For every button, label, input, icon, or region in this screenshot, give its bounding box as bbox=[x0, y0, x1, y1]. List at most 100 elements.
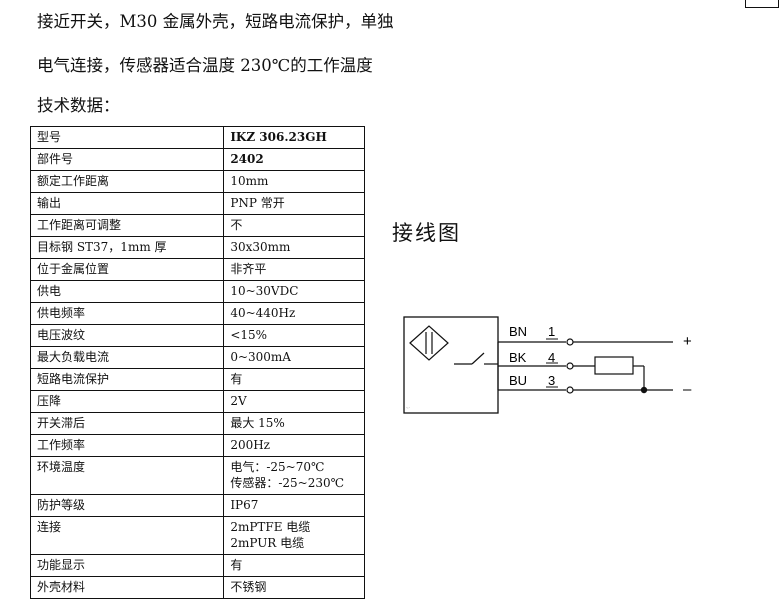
spec-value-line: 2V bbox=[230, 394, 247, 408]
spec-key: 供电 bbox=[29, 280, 225, 303]
wiring-diagram: ·:· BN 1 + BK 4 BU 3 – bbox=[403, 316, 692, 414]
spec-row: 型号 IKZ 306.23GH bbox=[29, 126, 365, 149]
spec-key: 型号 bbox=[29, 126, 225, 149]
wire-bn-pin: 1 bbox=[548, 324, 555, 339]
spec-key: 输出 bbox=[29, 192, 225, 215]
spec-row: 输出 PNP 常开 bbox=[29, 192, 365, 215]
spec-value: 0~300mA bbox=[223, 346, 365, 369]
spec-value-line: 不 bbox=[230, 218, 243, 232]
spec-value-line: 10mm bbox=[230, 174, 269, 188]
spec-value: 40~440Hz bbox=[223, 302, 365, 325]
wire-bu-pin: 3 bbox=[548, 373, 555, 388]
spec-row: 外壳材料不锈钢 bbox=[29, 576, 365, 599]
spec-value: IP67 bbox=[223, 494, 365, 517]
spec-value: 10~30VDC bbox=[223, 280, 365, 303]
spec-value-line: IP67 bbox=[230, 498, 259, 512]
spec-value: PNP 常开 bbox=[223, 192, 365, 215]
spec-key: 压降 bbox=[29, 390, 225, 413]
spec-row: 目标钢 ST37，1mm 厚 30x30mm bbox=[29, 236, 365, 259]
spec-row: 部件号 2402 bbox=[29, 148, 365, 171]
intro-line-2: 电气连接，传感器适合温度 230℃的工作温度 bbox=[37, 56, 373, 75]
spec-value: 2V bbox=[223, 390, 365, 413]
spec-row: 防护等级 IP67 bbox=[29, 494, 365, 517]
spec-value-line: 非齐平 bbox=[230, 262, 267, 276]
spec-key: 额定工作距离 bbox=[29, 170, 225, 193]
spec-row: 压降 2V bbox=[29, 390, 365, 413]
spec-value: 有 bbox=[223, 368, 365, 391]
wire-bu-label: BU bbox=[509, 373, 527, 388]
spec-value-line: 2mPUR 电缆 bbox=[230, 536, 305, 550]
spec-row: 工作距离可调整不 bbox=[29, 214, 365, 237]
terminal-plus: + bbox=[683, 333, 692, 350]
wiring-diagram-title: 接线图 bbox=[392, 221, 461, 245]
spec-value-line: 最大 15% bbox=[230, 416, 285, 430]
intro-line-1: 接近开关，M30 金属外壳，短路电流保护，单独 bbox=[37, 12, 394, 31]
spec-key: 最大负载电流 bbox=[29, 346, 225, 369]
terminal-4 bbox=[566, 362, 574, 370]
spec-key: 短路电流保护 bbox=[29, 368, 225, 391]
spec-row: 额定工作距离 10mm bbox=[29, 170, 365, 193]
spec-key: 工作距离可调整 bbox=[29, 214, 225, 237]
spec-key: 位于金属位置 bbox=[29, 258, 225, 281]
spec-value: 30x30mm bbox=[223, 236, 365, 259]
spec-row: 供电 10~30VDC bbox=[29, 280, 365, 303]
spec-key: 外壳材料 bbox=[29, 576, 225, 599]
spec-value-line: 200Hz bbox=[230, 438, 271, 452]
spec-value-line: <15% bbox=[230, 328, 268, 342]
spec-value-line: 2mPTFE 电缆 bbox=[230, 520, 311, 534]
spec-value: 非齐平 bbox=[223, 258, 365, 281]
terminal-1 bbox=[566, 338, 574, 346]
junction-dot bbox=[640, 386, 648, 394]
spec-value: 最大 15% bbox=[223, 412, 365, 435]
wire-bk-label: BK bbox=[509, 350, 527, 365]
spec-row: 最大负载电流 0~300mA bbox=[29, 346, 365, 369]
sensor-body bbox=[403, 316, 499, 414]
spec-value: 200Hz bbox=[223, 434, 365, 457]
spec-value-line: 30x30mm bbox=[230, 240, 291, 254]
wire-bn-label: BN bbox=[509, 324, 527, 339]
spec-key: 部件号 bbox=[29, 148, 225, 171]
spec-key: 工作频率 bbox=[29, 434, 225, 457]
corner-frame bbox=[745, 0, 779, 8]
spec-key: 功能显示 bbox=[29, 554, 225, 577]
spec-row: 位于金属位置非齐平 bbox=[29, 258, 365, 281]
terminal-minus: – bbox=[683, 381, 692, 398]
spec-key: 环境温度 bbox=[29, 456, 225, 495]
spec-key: 电压波纹 bbox=[29, 324, 225, 347]
spec-key: 连接 bbox=[29, 516, 225, 555]
spec-key: 防护等级 bbox=[29, 494, 225, 517]
spec-key: 目标钢 ST37，1mm 厚 bbox=[29, 236, 225, 259]
spec-value-line: 有 bbox=[230, 558, 243, 572]
spec-key: 开关滞后 bbox=[29, 412, 225, 435]
spec-value-line: 0~300mA bbox=[230, 350, 291, 364]
spec-value: 不 bbox=[223, 214, 365, 237]
spec-value-line: 10~30VDC bbox=[230, 284, 299, 298]
wire-bk-pin: 4 bbox=[548, 350, 555, 365]
load-resistor-icon bbox=[594, 356, 634, 375]
spec-value: 不锈钢 bbox=[223, 576, 365, 599]
spec-row: 连接 2mPTFE 电缆 2mPUR 电缆 bbox=[29, 516, 365, 555]
spec-row: 电压波纹 <15% bbox=[29, 324, 365, 347]
svg-text:·:·: ·:· bbox=[406, 405, 410, 410]
spec-value-line: PNP 常开 bbox=[230, 196, 285, 210]
spec-row: 短路电流保护有 bbox=[29, 368, 365, 391]
spec-value: 10mm bbox=[223, 170, 365, 193]
spec-value: IKZ 306.23GH bbox=[223, 126, 365, 149]
spec-value: 2402 bbox=[223, 148, 365, 171]
spec-value-line: IKZ 306.23GH bbox=[230, 130, 327, 144]
spec-value-line: 传感器：-25~230℃ bbox=[230, 476, 345, 490]
spec-row: 工作频率 200Hz bbox=[29, 434, 365, 457]
terminal-3 bbox=[566, 386, 574, 394]
sensor-symbol-icon bbox=[409, 325, 449, 361]
spec-value: <15% bbox=[223, 324, 365, 347]
spec-value: 2mPTFE 电缆 2mPUR 电缆 bbox=[223, 516, 365, 555]
spec-row: 功能显示有 bbox=[29, 554, 365, 577]
spec-value-line: 不锈钢 bbox=[230, 580, 267, 594]
spec-value-line: 2402 bbox=[230, 152, 264, 166]
spec-value-line: 40~440Hz bbox=[230, 306, 296, 320]
